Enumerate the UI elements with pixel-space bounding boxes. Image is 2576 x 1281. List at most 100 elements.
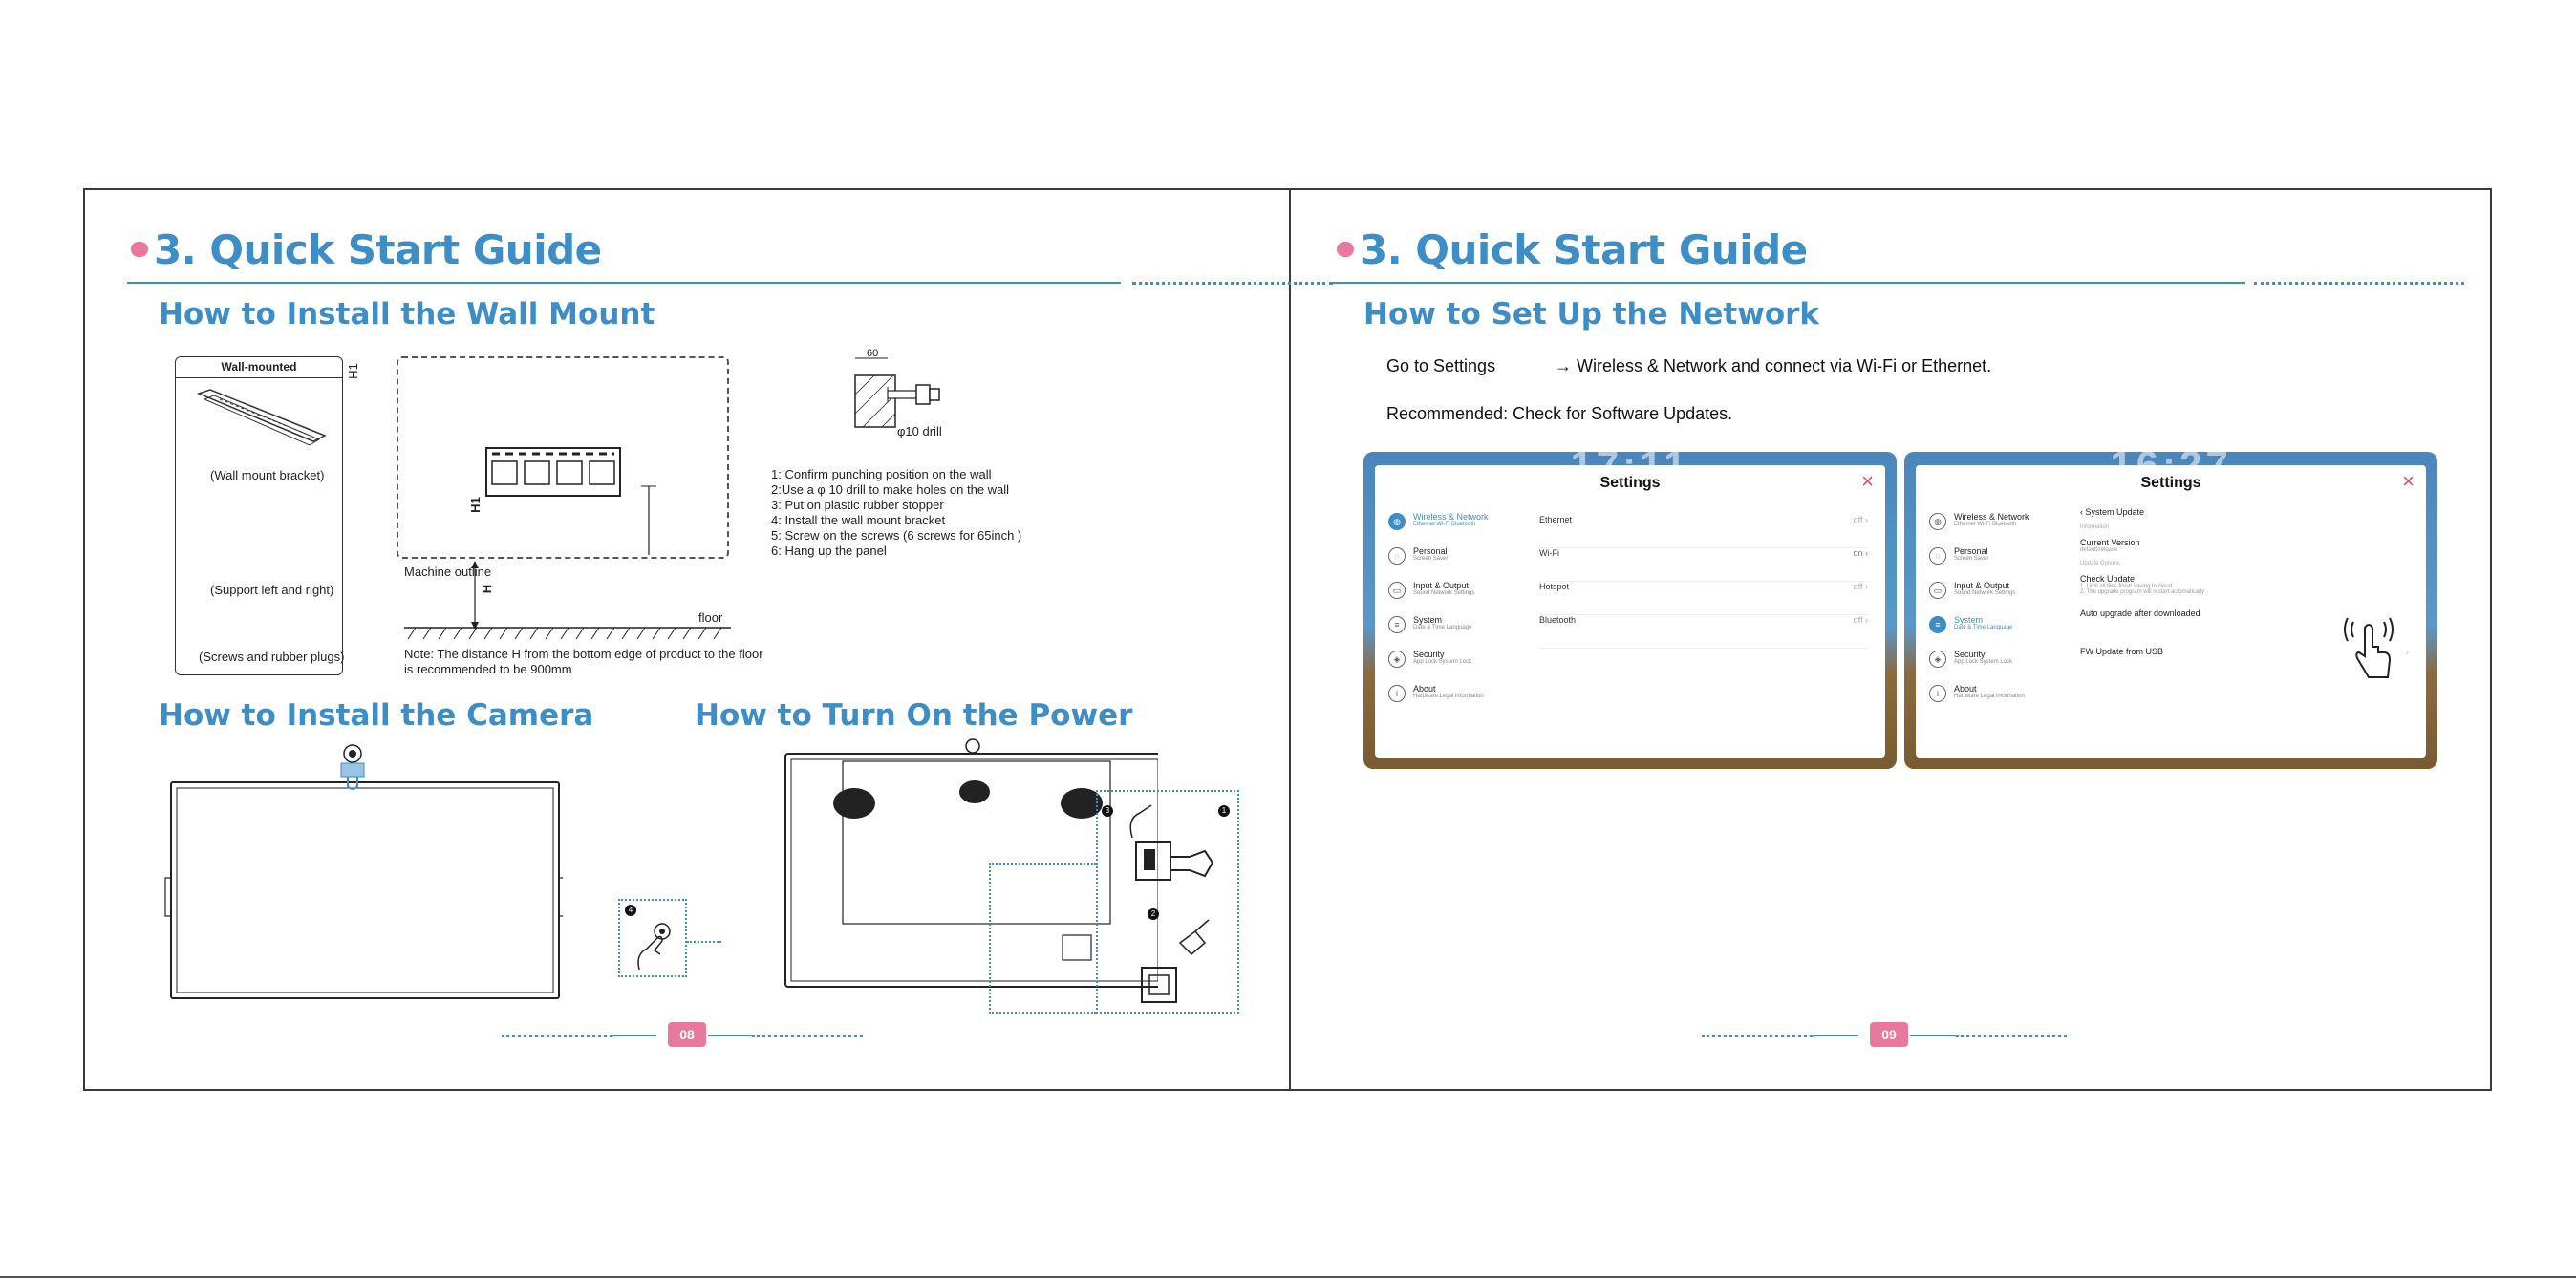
settings-panel: Settings × ◍ Wireless & Network Ethernet… [1916,465,2426,758]
floor-label: floor [698,610,723,625]
nav-item-wireless-network[interactable]: ◍ Wireless & Network Ethernet Wi-Fi Blue… [1927,509,2071,544]
connector-line [687,941,721,943]
check-update-sub: 1. Until all files finish saving to clou… [2080,584,2173,589]
nav-item-personal[interactable]: ◌ Personal Screen Saver [1927,544,2071,578]
install-step: 1: Confirm punching position on the wall [771,467,992,481]
nav-label: Security [1413,650,1445,659]
install-steps: 1: Confirm punching position on the wall… [771,467,1021,559]
note-line-1: Note: The distance H from the bottom edg… [404,647,763,661]
row-label: Hotspot [1539,582,1570,591]
nav-sub: Screen Saver [1413,556,1449,562]
nav-label: Wireless & Network [1954,512,2029,522]
nav-sub: Hardware Legal information [1954,694,2025,699]
h-dimension-label: H [480,584,495,594]
monitor-icon: ▭ [1388,582,1406,599]
camera-install-diagram [164,744,563,999]
nav-item-about[interactable]: i About Hardware Legal information [1386,681,1530,715]
page-number-line-right [708,1035,752,1036]
page-number-line-left [612,1035,656,1036]
close-icon[interactable]: × [1861,469,1874,493]
machine-outline-box [397,356,729,559]
bullet-dot-icon [131,241,148,257]
step-4-badge: 4 [625,905,636,916]
nav-sub: App Lock System Lock [1954,659,2013,665]
install-step: 3: Put on plastic rubber stopper [771,498,944,512]
nav-item-about[interactable]: i About Hardware Legal information [1927,681,2071,715]
row-value: off › [1853,582,1868,591]
check-update-label: Check Update [2080,574,2136,584]
tap-hand-icon [2344,617,2394,678]
nav-label: Input & Output [1954,581,2010,590]
h1-dimension-label: H1 [467,497,483,513]
settings-panel: Settings × ◍ Wireless & Network Ethernet… [1375,465,1885,758]
globe-icon: ◍ [1388,513,1406,530]
usb-update-label: FW Update from USB [2080,647,2164,656]
row-value: off › [1853,515,1868,524]
page-number: 09 [1870,1022,1908,1047]
power-button-detail-box [618,899,687,977]
network-step-1a: Go to Settings [1386,356,1496,375]
group-header: Information [2080,524,2110,530]
usb-update-row[interactable]: FW Update from USB› [2080,647,2409,656]
nav-sub: Date & Time Language [1413,625,1472,630]
nav-sub: Date & Time Language [1954,625,2013,630]
hand-press-icon [637,923,671,971]
nav-item-system[interactable]: ≡ System Date & Time Language [1386,612,1530,647]
page-number-dots-right [1956,1035,2067,1037]
row-hotspot[interactable]: Hotspot off › [1539,582,1868,615]
power-switch-pointer-box [989,863,1096,1014]
nav-label: Wireless & Network [1413,512,1489,522]
globe-icon: ◍ [1929,513,1946,530]
nav-sub: Ethernet Wi-Fi Bluetooth [1954,522,2017,527]
wall-mount-title: How to Install the Wall Mount [159,297,655,331]
back-button[interactable]: ‹ System Update [2080,507,2409,517]
auto-upgrade-row[interactable]: Auto upgrade after downloaded [2080,608,2409,618]
network-title: How to Set Up the Network [1363,297,1820,331]
close-icon[interactable]: × [2402,469,2415,493]
page-number-dots-left [1702,1035,1813,1037]
h1-label: H1 [345,363,360,379]
title-rule-dots [2254,282,2464,285]
sliders-icon: ≡ [1929,616,1946,633]
nav-item-input-output[interactable]: ▭ Input & Output Sound Network Settings [1386,578,1530,612]
settings-nav: ◍ Wireless & Network Ethernet Wi-Fi Blue… [1927,509,2071,715]
install-step: 5: Screw on the screws (6 screws for 65i… [771,528,1022,543]
title-rule-dots [1132,282,1333,285]
info-icon: i [1388,685,1406,702]
section-title-text: 3. Quick Start Guide [154,226,602,273]
page-08: 3. Quick Start Guide How to Install the … [85,190,1333,1089]
bullet-dot-icon [1337,241,1354,257]
nav-item-input-output[interactable]: ▭ Input & Output Sound Network Settings [1927,578,2071,612]
nav-item-wireless-network[interactable]: ◍ Wireless & Network Ethernet Wi-Fi Blue… [1386,509,1530,544]
page-number-line-right [1910,1035,1956,1036]
power-switch-detail-box [1096,790,1239,1014]
switch-and-plug-icon [1129,804,1214,1003]
nav-sub: Ethernet Wi-Fi Bluetooth [1413,522,1476,527]
page-number-line-left [1813,1035,1858,1036]
settings-nav: ◍ Wireless & Network Ethernet Wi-Fi Blue… [1386,509,1530,715]
palette-icon: ◌ [1388,547,1406,565]
settings-screen-network: 17:11 Settings × ◍ Wireless & Network Et… [1363,452,1897,769]
chevron-left-icon: ‹ [2080,507,2086,517]
page-number-dots-left [502,1035,612,1037]
wall-mount-diagram [404,447,731,640]
nav-sub: Hardware Legal information [1413,694,1484,699]
title-rule [1333,282,2245,284]
nav-item-security[interactable]: ◈ Security App Lock System Lock [1927,647,2071,681]
install-step: 2:Use a φ 10 drill to make holes on the … [771,482,1010,497]
nav-label: Security [1954,650,1986,659]
bracket-illustration-icon [196,389,327,446]
nav-item-security[interactable]: ◈ Security App Lock System Lock [1386,647,1530,681]
settings-title: Settings [1599,475,1661,491]
nav-item-personal[interactable]: ◌ Personal Screen Saver [1386,544,1530,578]
nav-item-system[interactable]: ≡ System Date & Time Language [1927,612,2071,647]
row-value: on › [1853,548,1868,558]
info-icon: i [1929,685,1946,702]
step-2-badge: 2 [1148,908,1159,920]
monitor-icon: ▭ [1929,582,1946,599]
